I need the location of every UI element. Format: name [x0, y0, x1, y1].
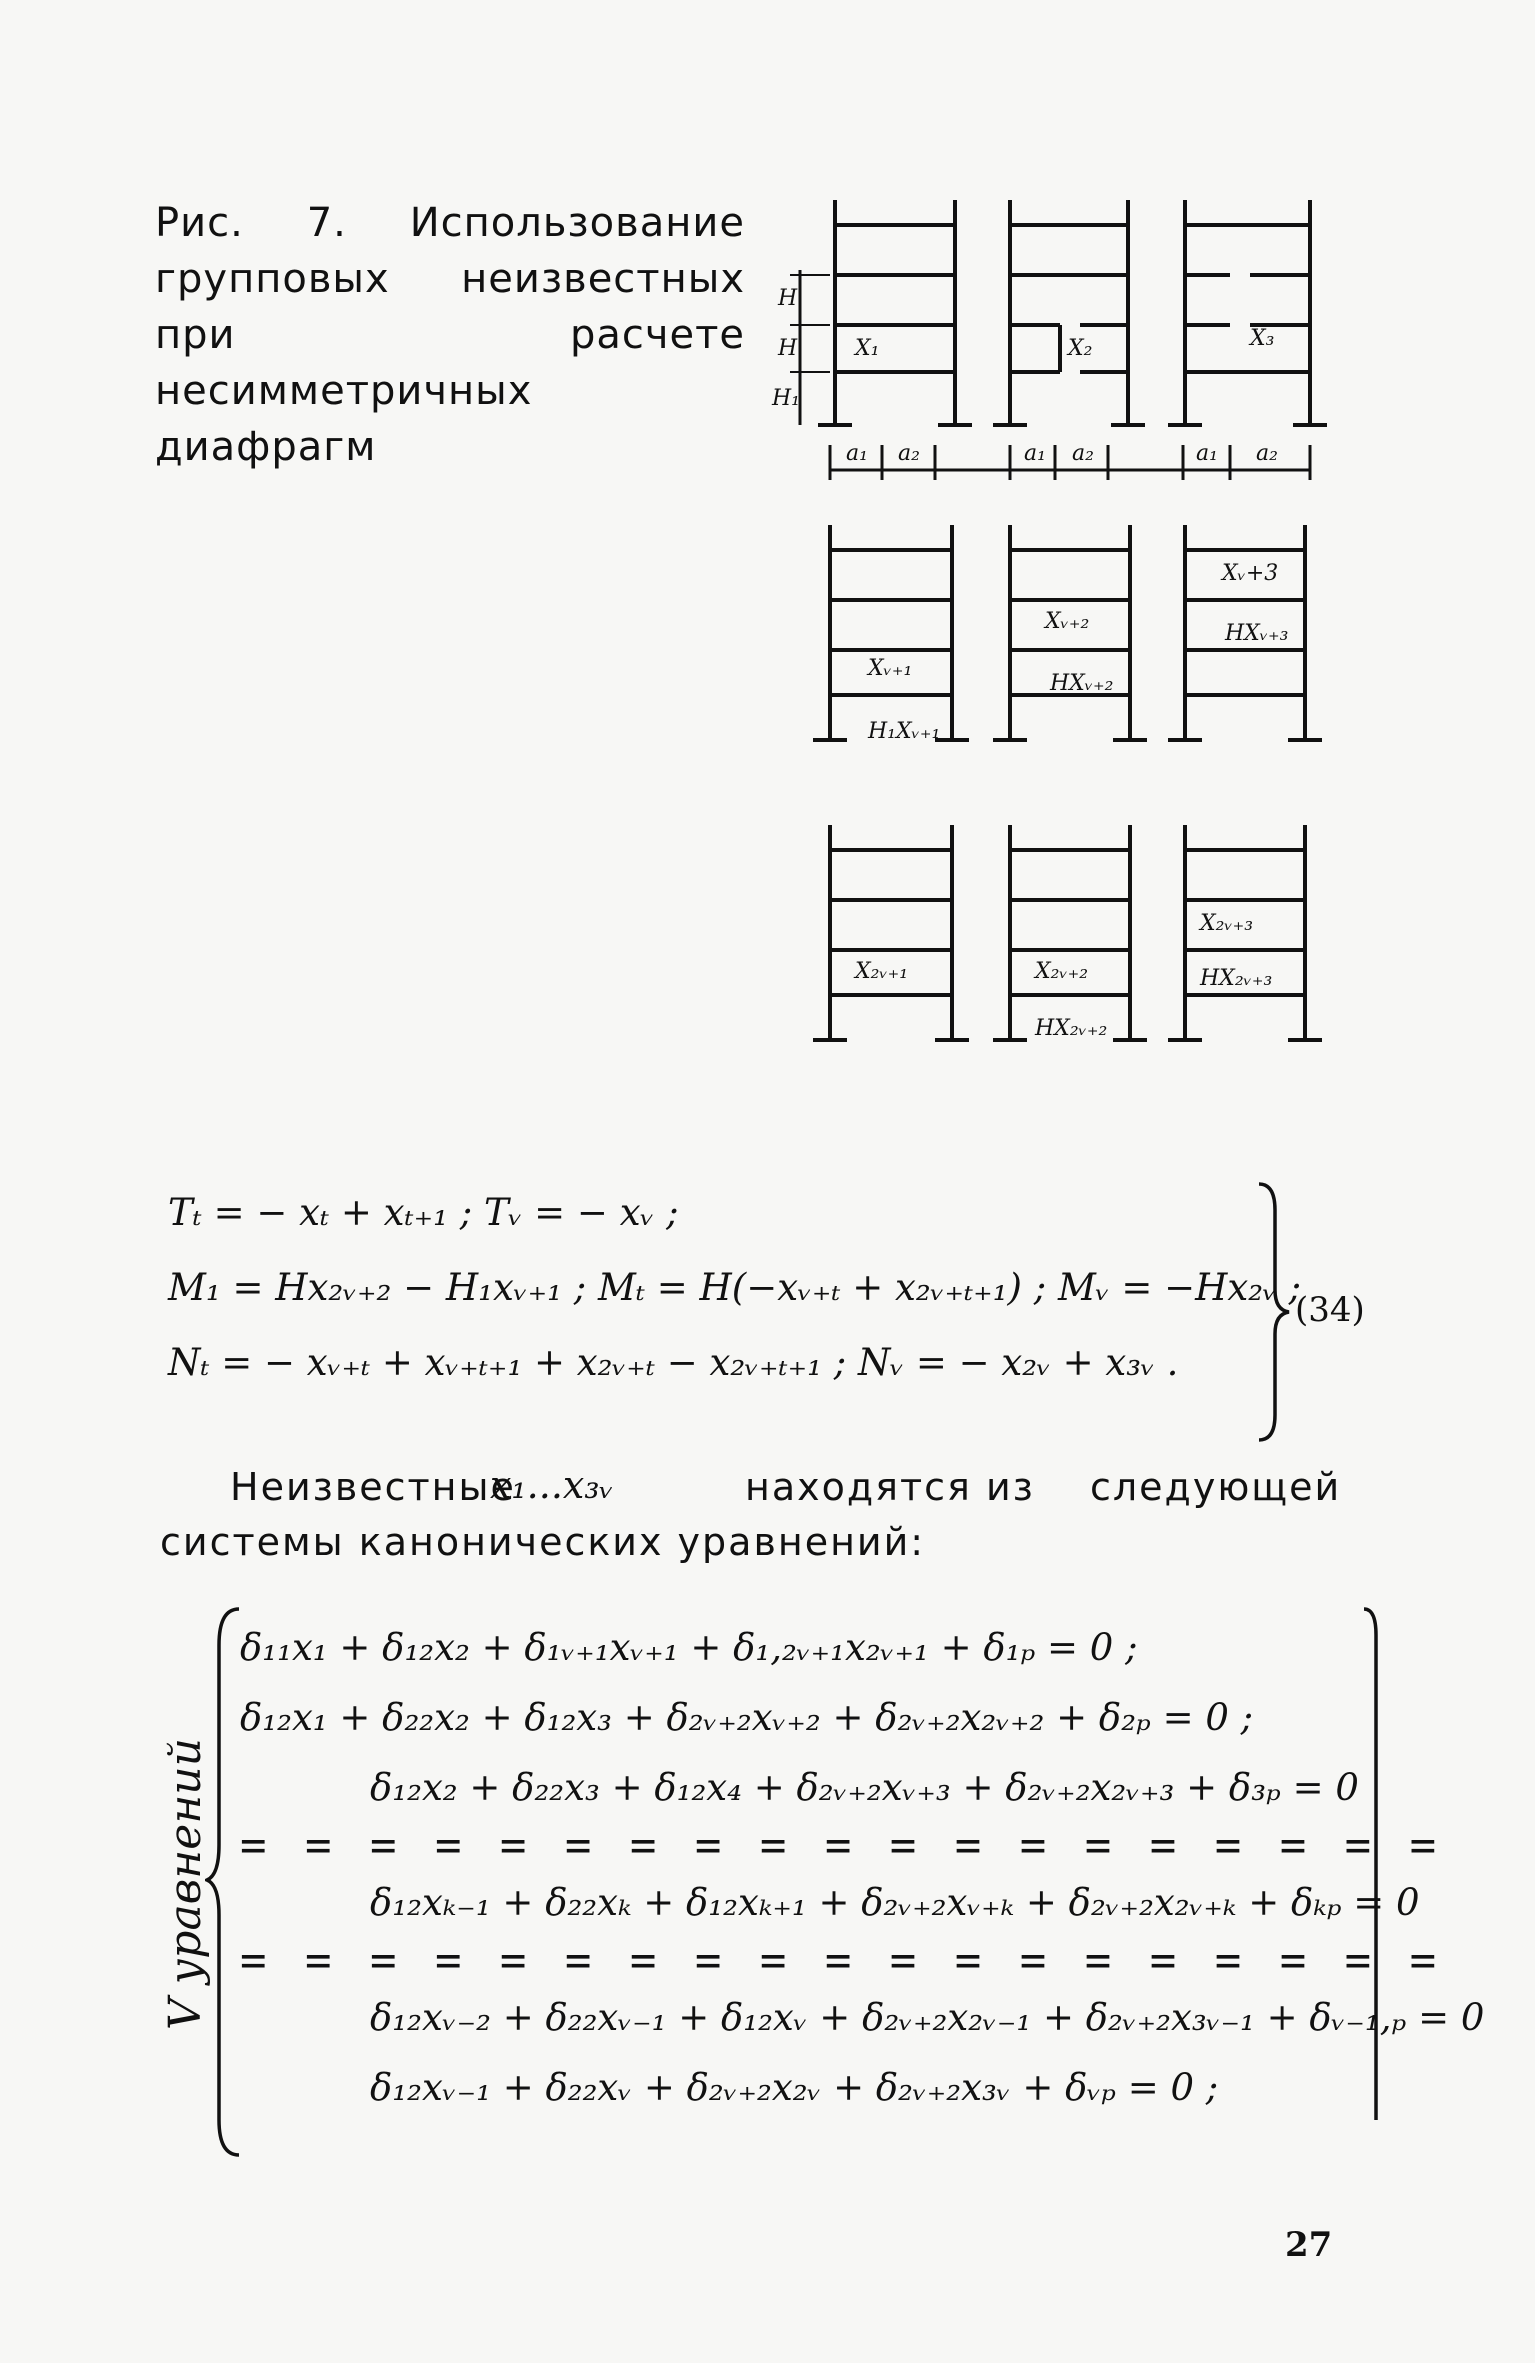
frame-8 — [1008, 825, 1132, 1040]
text-vars: x₁...x₃ᵥ — [490, 1463, 614, 1507]
frame-4 — [828, 525, 954, 740]
formula-line-3: Nₜ = − xᵥ₊ₜ + xᵥ₊ₜ₊₁ + x₂ᵥ₊ₜ − x₂ᵥ₊ₜ₊₁ ;… — [168, 1341, 1179, 1384]
frame-3 — [1183, 200, 1312, 425]
system-eq-4: δ₁₂xₖ₋₁ + δ₂₂xₖ + δ₁₂xₖ₊₁ + δ₂ᵥ₊₂xᵥ₊ₖ + … — [370, 1881, 1420, 1924]
label-hxv3: HXᵥ₊₃ — [1224, 621, 1288, 646]
label-x3: X₃ — [1248, 326, 1274, 351]
label-h: H — [777, 286, 798, 311]
system-eq-1: δ₁₁x₁ + δ₁₂x₂ + δ₁ᵥ₊₁xᵥ₊₁ + δ₁,₂ᵥ₊₁x₂ᵥ₊₁… — [240, 1626, 1138, 1669]
label-xv1: Xᵥ₊₁ — [866, 656, 912, 681]
label-a2: a₂ — [1256, 441, 1278, 466]
frame-diagrams-svg: a₁ a₂ a₁ a₂ a₁ a₂ H H H₁ X₁ X₂ X₃ Xᵥ₊₁ H… — [771, 200, 1327, 1042]
system-eq-6: δ₁₂xᵥ₋₁ + δ₂₂xᵥ + δ₂ᵥ₊₂x₂ᵥ + δ₂ᵥ₊₂x₃ᵥ + … — [370, 2066, 1219, 2109]
text-line-1a: Неизвестные — [230, 1465, 516, 1509]
frame-5 — [1008, 525, 1132, 740]
label-x2v2: X₂ᵥ₊₂ — [1033, 959, 1088, 984]
ellipsis-row: = = = = = = = = = = = = = = = = = = = — [240, 1820, 1443, 1871]
label-xv3: Xᵥ+3 — [1220, 561, 1278, 586]
formula-line-2: M₁ = Hx₂ᵥ₊₂ − H₁xᵥ₊₁ ; Mₜ = H(−xᵥ₊ₜ + x₂… — [168, 1266, 1302, 1309]
ellipsis-row: = = = = = = = = = = = = = = = = = = = — [240, 1935, 1443, 1986]
label-x2v1: X₂ᵥ₊₁ — [853, 959, 908, 984]
label-a2: a₂ — [1072, 441, 1094, 466]
figure-caption: Рис. 7. Использование групповых неизвест… — [155, 200, 745, 470]
system-left-brace — [205, 1607, 240, 2157]
label-hx2v3: HX₂ᵥ₊₃ — [1199, 966, 1272, 991]
text-line-2: системы канонических уравнений: — [160, 1520, 926, 1564]
system-right-bracket — [1363, 1607, 1378, 2120]
formula-right-brace — [1258, 1182, 1290, 1442]
label-x2: X₂ — [1066, 336, 1092, 361]
label-h1: H₁ — [771, 386, 800, 411]
text-line-1c: следующей — [1090, 1465, 1342, 1509]
label-hx2v2: HX₂ᵥ₊₂ — [1034, 1016, 1107, 1041]
equation-number: (34) — [1295, 1290, 1365, 1330]
label-a1: a₁ — [1196, 441, 1218, 466]
label-a2: a₂ — [898, 441, 920, 466]
system-eq-5: δ₁₂xᵥ₋₂ + δ₂₂xᵥ₋₁ + δ₁₂xᵥ + δ₂ᵥ₊₂x₂ᵥ₋₁ +… — [370, 1996, 1485, 2039]
label-x2v3: X₂ᵥ₊₃ — [1198, 911, 1253, 936]
label-a1: a₁ — [846, 441, 868, 466]
label-h: H — [777, 336, 798, 361]
text-line-1b: находятся из — [745, 1465, 1035, 1509]
frame-7 — [828, 825, 954, 1040]
label-x1: X₁ — [853, 336, 879, 361]
system-side-label: V уравнений — [160, 1738, 211, 2030]
frame-6 — [1183, 525, 1307, 740]
page-number: 27 — [1285, 2225, 1333, 2265]
label-xv2: Xᵥ₊₂ — [1043, 609, 1089, 634]
frame-2 — [1008, 200, 1130, 425]
frame-9 — [1183, 825, 1307, 1040]
frame-diagrams: a₁ a₂ a₁ a₂ a₁ a₂ H H H₁ X₁ X₂ X₃ Xᵥ₊₁ H… — [0, 0, 1535, 1100]
label-hxv2: HXᵥ₊₂ — [1049, 671, 1113, 696]
formula-line-1: Tₜ = − xₜ + xₜ₊₁ ; Tᵥ = − xᵥ ; — [168, 1191, 679, 1234]
frame-1 — [833, 200, 957, 425]
system-eq-3: δ₁₂x₂ + δ₂₂x₃ + δ₁₂x₄ + δ₂ᵥ₊₂xᵥ₊₃ + δ₂ᵥ₊… — [370, 1766, 1359, 1809]
label-h1xv1: H₁Xᵥ₊₁ — [867, 719, 940, 744]
system-eq-2: δ₁₂x₁ + δ₂₂x₂ + δ₁₂x₃ + δ₂ᵥ₊₂xᵥ₊₂ + δ₂ᵥ₊… — [240, 1696, 1254, 1739]
label-a1: a₁ — [1024, 441, 1046, 466]
